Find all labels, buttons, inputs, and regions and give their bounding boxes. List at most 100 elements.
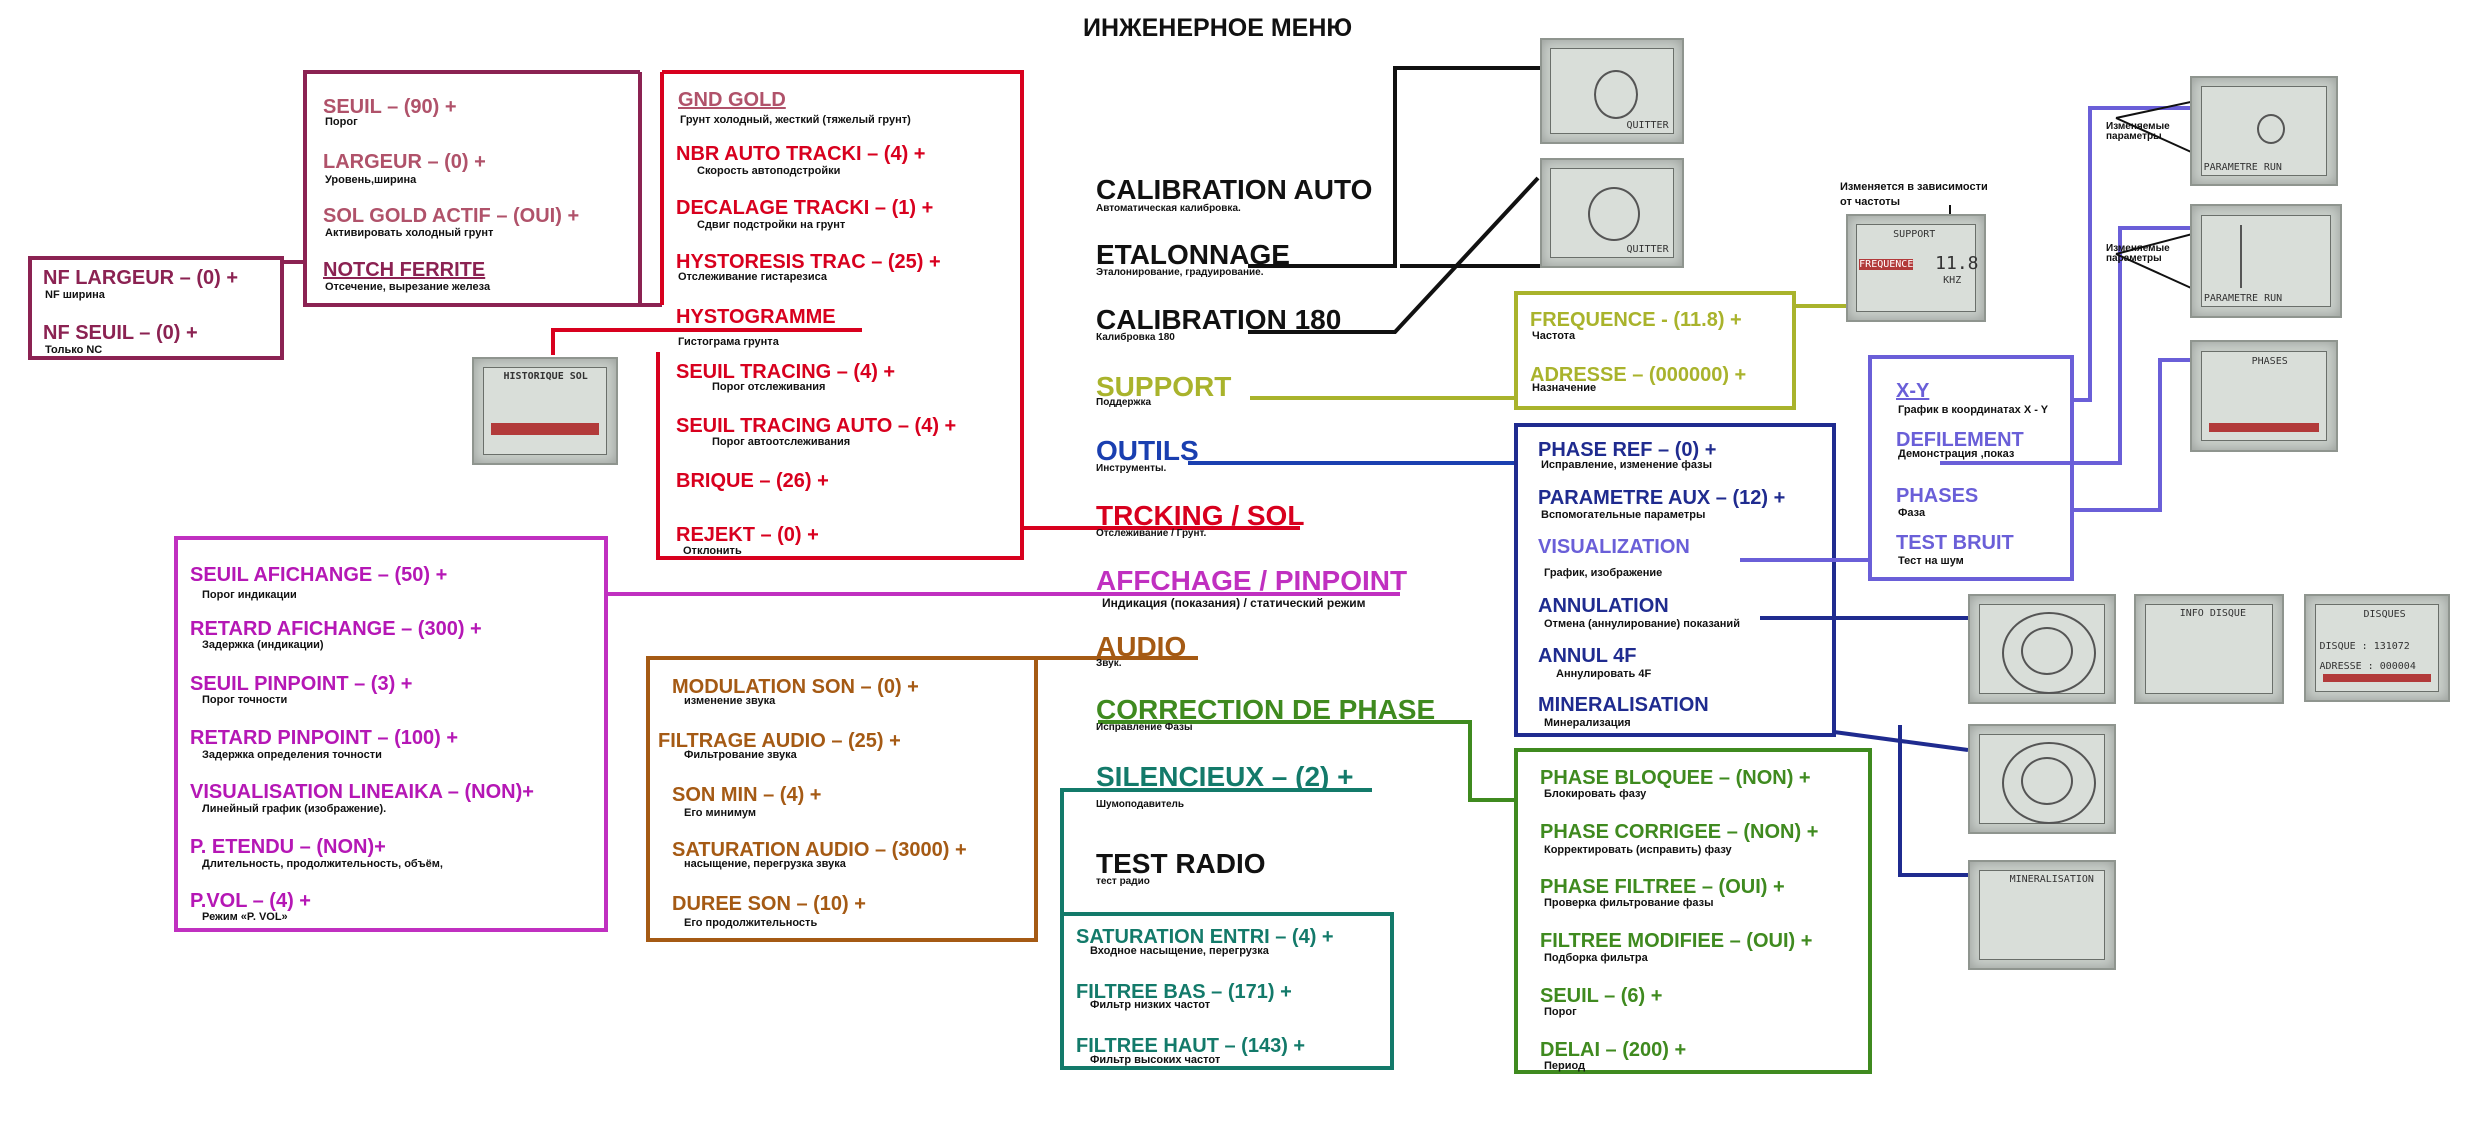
screen-label: PARAMETRE RUN xyxy=(2203,161,2282,173)
ground-notch-ferrite[interactable]: NOTCH FERRITE xyxy=(323,259,486,281)
menu-note: Звук. xyxy=(1096,658,1122,669)
display-note: Задержка определения точности xyxy=(202,749,382,761)
audio-son-min[interactable]: SON MIN – (4) + xyxy=(672,784,822,806)
display-seuil-afichange[interactable]: SEUIL AFICHANGE – (50) + xyxy=(190,564,448,586)
tools-annulation[interactable]: ANNULATION xyxy=(1538,595,1669,617)
screen-label: PARAMETRE RUN xyxy=(2203,293,2283,305)
visual-note: Демонстрация ,показ xyxy=(1898,448,2015,460)
tools-phase-ref[interactable]: PHASE REF – (0) + xyxy=(1538,439,1717,461)
screen-annul-4f xyxy=(1968,724,2116,834)
menu-affchage-pinpoint[interactable]: AFFCHAGE / PINPOINT xyxy=(1096,565,1408,596)
screen-label: QUITTER xyxy=(1626,119,1669,131)
audio-note: Его минимум xyxy=(684,807,756,819)
support-adresse[interactable]: ADRESSE – (000000) + xyxy=(1530,364,1747,386)
display-seuil-pinpoint[interactable]: SEUIL PINPOINT – (3) + xyxy=(190,673,413,695)
screen-disques: DISQUES DISQUE : 131072 ADRESSE : 000004 xyxy=(2304,594,2450,702)
ground-largeur[interactable]: LARGEUR – (0) + xyxy=(323,151,486,173)
tracking-decalage[interactable]: DECALAGE TRACKI – (1) + xyxy=(676,197,934,219)
audio-saturation[interactable]: SATURATION AUDIO – (3000) + xyxy=(672,839,967,861)
menu-calibration-auto[interactable]: CALIBRATION AUTO xyxy=(1096,174,1373,205)
visual-defilement[interactable]: DEFILEMENT xyxy=(1896,429,2024,451)
screen-label: ADRESSE : 000004 xyxy=(2319,661,2416,673)
support-frequence[interactable]: FREQUENCE - (11.8) + xyxy=(1530,309,1742,331)
menu-etalonnage[interactable]: ETALONNAGE xyxy=(1096,239,1290,270)
menu-correction-de-phase[interactable]: CORRECTION DE PHASE xyxy=(1096,694,1436,725)
menu-test-radio[interactable]: TEST RADIO xyxy=(1096,848,1266,879)
screen-historique-sol: HISTORIQUE SOL xyxy=(472,357,618,465)
phase-seuil[interactable]: SEUIL – (6) + xyxy=(1540,985,1663,1007)
phase-corrigee[interactable]: PHASE CORRIGEE – (NON) + xyxy=(1540,821,1819,843)
menu-tracking-sol[interactable]: TRCKING / SOL xyxy=(1096,500,1305,531)
menu-silencieux[interactable]: SILENCIEUX – (2) + xyxy=(1096,761,1354,792)
support-note: Назначение xyxy=(1532,382,1597,394)
tracking-note: Отклонить xyxy=(683,545,742,557)
phase-delai[interactable]: DELAI – (200) + xyxy=(1540,1039,1687,1061)
tracking-note: Порог автоотслеживания xyxy=(712,436,851,448)
screen-label: DISQUE : 131072 xyxy=(2319,641,2410,653)
tracking-note: Гистограма грунта xyxy=(678,336,779,348)
tracking-hystogramme[interactable]: HYSTOGRAMME xyxy=(676,306,836,328)
audio-modulation-son[interactable]: MODULATION SON – (0) + xyxy=(672,676,919,698)
params-note: Изменяемые параметры xyxy=(2106,121,2170,142)
screen-label: PHASES xyxy=(2251,355,2288,367)
tools-mineralisation[interactable]: MINERALISATION xyxy=(1538,694,1709,716)
audio-note: Его продолжительность xyxy=(684,917,818,929)
screen-phases: PHASES xyxy=(2190,340,2338,452)
screen-mineralisation: MINERALISATION xyxy=(1968,860,2116,970)
tracking-seuil-tracing[interactable]: SEUIL TRACING – (4) + xyxy=(676,361,896,383)
visual-note: Тест на шум xyxy=(1898,555,1964,567)
visual-note: График в координатах X - Y xyxy=(1898,404,2049,416)
params-note: Изменяемые параметры xyxy=(2106,243,2170,264)
phase-filtree[interactable]: PHASE FILTREE – (OUI) + xyxy=(1540,876,1785,898)
phase-note: Корректировать (исправить) фазу xyxy=(1544,844,1732,856)
tracking-rejekt[interactable]: REJEKT – (0) + xyxy=(676,524,819,546)
display-visualisation-lineaika[interactable]: VISUALISATION LINEAIKA – (NON)+ xyxy=(190,781,534,803)
tools-note: График, изображение xyxy=(1544,567,1663,579)
audio-duree-son[interactable]: DUREE SON – (10) + xyxy=(672,893,866,915)
tracking-brique[interactable]: BRIQUE – (26) + xyxy=(676,470,829,492)
phase-note: Подборка фильтра xyxy=(1544,952,1648,964)
menu-calibration-180[interactable]: CALIBRATION 180 xyxy=(1096,304,1342,335)
phase-bloquee[interactable]: PHASE BLOQUEE – (NON) + xyxy=(1540,767,1811,789)
display-retard-pinpoint[interactable]: RETARD PINPOINT – (100) + xyxy=(190,727,459,749)
ground-sol-gold-actif[interactable]: SOL GOLD ACTIF – (OUI) + xyxy=(323,205,580,227)
radio-filtree-haut[interactable]: FILTREE HAUT – (143) + xyxy=(1076,1035,1306,1057)
nf-note: Только NC xyxy=(45,344,103,356)
ground-seuil[interactable]: SEUIL – (90) + xyxy=(323,96,457,118)
screen-value: 11.8 xyxy=(1935,253,1979,275)
screen-defilement: PARAMETRE RUN xyxy=(2190,204,2342,318)
display-p-vol[interactable]: P.VOL – (4) + xyxy=(190,890,311,912)
menu-support[interactable]: SUPPORT xyxy=(1096,371,1232,402)
frequency-note: Изменяется в зависимости от частоты xyxy=(1840,181,1988,209)
phase-filtree-modifiee[interactable]: FILTREE MODIFIEE – (OUI) + xyxy=(1540,930,1813,952)
screen-x-y: PARAMETRE RUN xyxy=(2190,76,2338,186)
menu-note: Исправление Фазы xyxy=(1096,722,1193,733)
audio-filtrage[interactable]: FILTRAGE AUDIO – (25) + xyxy=(658,730,901,752)
tools-visualization[interactable]: VISUALIZATION xyxy=(1538,536,1690,558)
menu-note: Инструменты. xyxy=(1096,463,1167,474)
tools-parametre-aux[interactable]: PARAMETRE AUX – (12) + xyxy=(1538,487,1786,509)
display-note: Линейный график (изображение). xyxy=(202,803,387,815)
display-note: Режим «P. VOL» xyxy=(202,911,288,923)
radio-filtree-bas[interactable]: FILTREE BAS – (171) + xyxy=(1076,981,1292,1003)
tracking-nbr-auto[interactable]: NBR AUTO TRACKI – (4) + xyxy=(676,143,926,165)
tools-annul-4f[interactable]: ANNUL 4F xyxy=(1538,645,1637,667)
ground-note: Активировать холодный грунт xyxy=(325,227,494,239)
display-p-etendu[interactable]: P. ETENDU – (NON)+ xyxy=(190,836,386,858)
menu-audio[interactable]: AUDIO xyxy=(1096,631,1187,662)
tracking-gnd-gold[interactable]: GND GOLD xyxy=(678,89,786,111)
nf-largeur[interactable]: NF LARGEUR – (0) + xyxy=(43,267,239,289)
screen-label: MINERALISATION xyxy=(2009,874,2094,886)
tools-note: Исправление, изменение фазы xyxy=(1541,459,1713,471)
display-note: Порог точности xyxy=(202,694,288,706)
visual-test-bruit[interactable]: TEST BRUIT xyxy=(1896,532,2014,554)
menu-note: Поддержка xyxy=(1096,397,1152,408)
tracking-hystoresis[interactable]: HYSTORESIS TRAC – (25) + xyxy=(676,251,941,273)
nf-seuil[interactable]: NF SEUIL – (0) + xyxy=(43,322,198,344)
visual-x-y[interactable]: X-Y xyxy=(1896,380,1930,402)
menu-outils[interactable]: OUTILS xyxy=(1096,435,1199,466)
visual-phases[interactable]: PHASES xyxy=(1896,485,1979,507)
tracking-seuil-tracing-auto[interactable]: SEUIL TRACING AUTO – (4) + xyxy=(676,415,957,437)
display-retard-afichange[interactable]: RETARD AFICHANGE – (300) + xyxy=(190,618,482,640)
radio-saturation-entri[interactable]: SATURATION ENTRI – (4) + xyxy=(1076,926,1334,948)
